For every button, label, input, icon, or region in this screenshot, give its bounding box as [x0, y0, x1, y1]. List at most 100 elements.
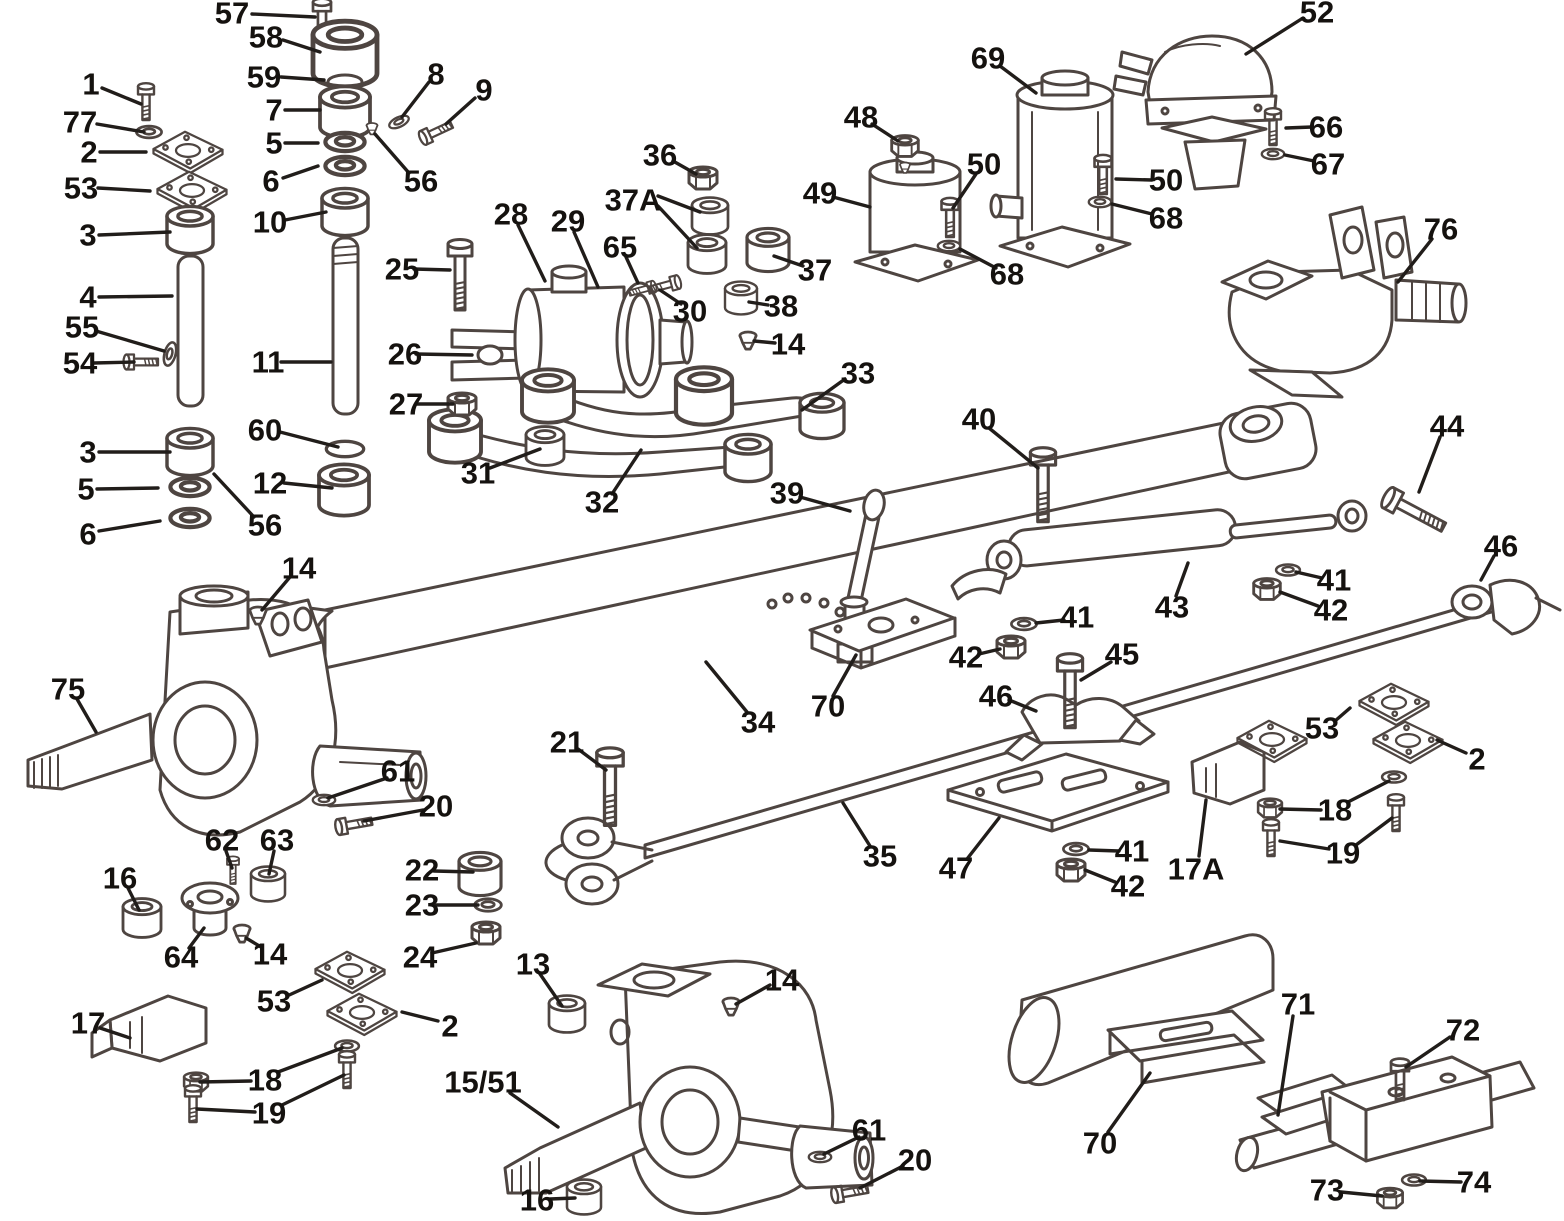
mount-plate-47-drawing: [946, 752, 1170, 833]
leader-line-67: [1283, 153, 1316, 163]
part-number-label-35: 35: [863, 839, 897, 874]
leader-line-70: [831, 653, 858, 698]
nut-glyph: [1055, 857, 1087, 883]
part-number-label-6: 6: [79, 517, 96, 552]
cyl-glyph: [745, 226, 791, 274]
leader-line-50: [1114, 177, 1154, 182]
part-number-label-68: 68: [990, 257, 1024, 292]
leader-line-33: [800, 377, 847, 412]
washer-glyph: [936, 239, 962, 253]
part-number-label-15/51: 15/51: [444, 1065, 522, 1100]
part-number-label-68: 68: [1149, 201, 1183, 236]
part-number-label-31: 31: [461, 456, 495, 491]
boltv-glyph: [183, 1083, 203, 1124]
part-number-label-30: 30: [673, 294, 707, 329]
leader-line-41: [1294, 570, 1324, 580]
drag-link-end-28-29-drawing: [450, 264, 694, 399]
leader-line-63: [267, 849, 276, 876]
leader-line-5: [95, 486, 160, 491]
part-number-label-61: 61: [852, 1113, 886, 1148]
cyl-glyph: [165, 426, 215, 478]
boltlong-glyph: [446, 238, 474, 312]
part-number-label-73: 73: [1310, 1173, 1344, 1208]
part-number-label-53: 53: [1305, 711, 1339, 746]
part-number-label-23: 23: [405, 888, 439, 923]
kingpin-11-drawing: [331, 236, 360, 416]
cyl-glyph: [547, 994, 587, 1034]
part-number-label-14: 14: [771, 327, 806, 362]
leader-line-56: [373, 132, 411, 175]
part-number-label-53: 53: [257, 984, 291, 1019]
brake-cylinder-69-drawing: [989, 69, 1132, 269]
leader-line-76: [1396, 237, 1434, 284]
leader-line-40: [987, 426, 1040, 470]
leader-line-28: [516, 223, 547, 283]
leader-line-19: [280, 1073, 346, 1107]
leader-line-74: [1418, 1179, 1463, 1184]
part-number-label-21: 21: [550, 725, 584, 760]
cyl-glyph: [723, 280, 759, 316]
leader-line-31: [488, 447, 542, 470]
part-number-label-3: 3: [79, 435, 96, 470]
part-number-label-5: 5: [265, 126, 282, 161]
leader-line-20: [362, 808, 425, 823]
part-number-label-69: 69: [971, 41, 1005, 76]
vacuum-servo-52-drawing: [1112, 34, 1278, 191]
leader-line-18: [198, 1079, 253, 1084]
steering-arms-33-drawing: [427, 367, 846, 484]
leader-line-56: [212, 472, 256, 519]
leader-line-73: [1339, 1190, 1384, 1198]
leader-line-52: [1244, 16, 1305, 56]
leader-line-55: [94, 329, 166, 353]
washer-glyph: [1087, 195, 1113, 209]
part-number-label-39: 39: [770, 476, 804, 511]
boltv-glyph: [337, 1049, 357, 1090]
leader-line-58: [281, 38, 322, 54]
leader-line-4: [97, 294, 174, 299]
cyl-glyph: [318, 84, 372, 140]
boltv-glyph: [1263, 106, 1283, 147]
part-number-label-70: 70: [811, 689, 845, 724]
part-number-label-2: 2: [1468, 742, 1485, 777]
nut-glyph: [470, 920, 502, 946]
washer-glyph: [1260, 147, 1286, 161]
part-number-label-38: 38: [764, 289, 798, 324]
cyl-glyph: [317, 462, 371, 518]
part-number-label-10: 10: [253, 205, 287, 240]
part-number-label-64: 64: [164, 940, 199, 975]
plate-glyph: [314, 950, 386, 995]
leader-line-61: [326, 776, 389, 800]
part-number-label-55: 55: [65, 310, 99, 345]
part-number-label-3: 3: [79, 218, 96, 253]
leader-line-22: [432, 869, 475, 874]
part-number-label-11: 11: [252, 345, 285, 380]
part-number-label-54: 54: [63, 346, 98, 381]
part-number-label-41: 41: [1317, 563, 1351, 598]
boltv-glyph: [1261, 818, 1281, 858]
leader-line-75: [75, 697, 98, 734]
leader-line-17A: [1197, 798, 1208, 858]
leader-line-61: [822, 1135, 861, 1156]
plate-glyph: [326, 992, 398, 1037]
leader-line-69: [998, 64, 1038, 95]
part-number-label-48: 48: [844, 100, 878, 135]
leader-line-66: [1284, 125, 1314, 130]
leader-line-71: [1276, 1014, 1295, 1117]
washer-glyph: [170, 478, 209, 496]
axle-tube-70-shims-drawing: [1007, 933, 1275, 1086]
part-number-label-16: 16: [520, 1183, 554, 1218]
leader-line-6: [281, 164, 320, 180]
leader-line-2: [400, 1010, 440, 1023]
part-number-label-14: 14: [765, 963, 800, 998]
part-number-label-17: 17: [71, 1006, 105, 1041]
part-number-label-74: 74: [1457, 1165, 1492, 1200]
part-number-label-44: 44: [1430, 409, 1465, 444]
leader-line-12: [282, 481, 334, 490]
axle-clamp-46-45-drawing: [1004, 693, 1156, 762]
part-number-label-59: 59: [247, 60, 281, 95]
part-number-label-42: 42: [949, 640, 983, 675]
leader-line-50: [951, 172, 978, 210]
part-number-label-47: 47: [939, 851, 973, 886]
part-number-label-19: 19: [1326, 836, 1360, 871]
part-number-label-18: 18: [248, 1063, 282, 1098]
